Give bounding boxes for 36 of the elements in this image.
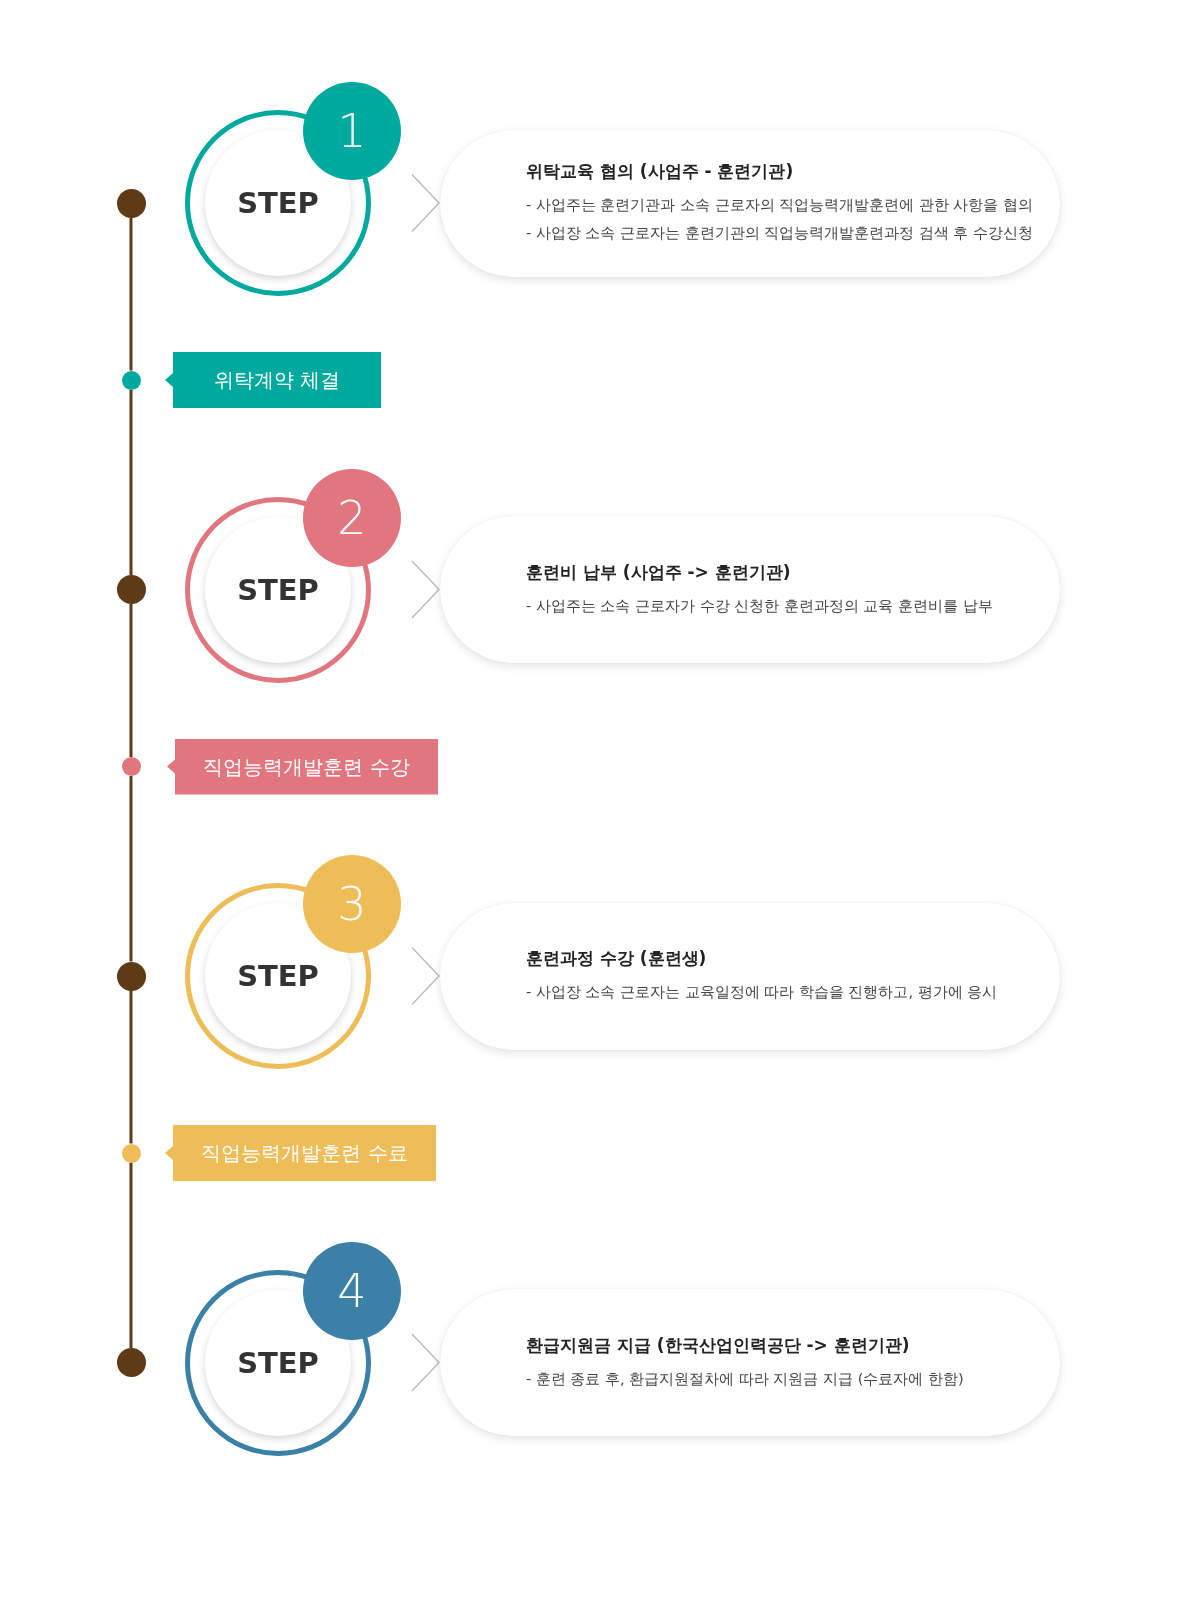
tag-text: 직업능력개발훈련 수강	[203, 753, 410, 780]
step-number: 2	[337, 491, 367, 544]
card-text: - 훈련 종료 후, 환급지원절차에 따라 지원금 지급 (수료자에 한함)	[526, 1369, 964, 1389]
card-text: - 사업주는 훈련기관과 소속 근로자의 직업능력개발훈련에 관한 사항을 협의	[526, 196, 1034, 215]
timeline-dot	[121, 757, 141, 776]
card-text: - 사업장 소속 근로자는 훈련기관의 직업능력개발훈련과정 검색 후 수강신청	[526, 224, 1034, 243]
timeline-dot	[116, 188, 146, 218]
milestone-tag	[165, 352, 381, 408]
milestone-tag	[165, 1125, 436, 1181]
step-label: STEP	[237, 1345, 319, 1380]
timeline-line	[129, 990, 133, 1144]
step-number: 1	[337, 105, 367, 157]
tag-text: 위탁계약 체결	[213, 367, 341, 393]
step-number: 4	[337, 1264, 367, 1317]
timeline-dot	[116, 961, 146, 991]
tag-text: 직업능력개발훈련 수료	[201, 1140, 408, 1166]
card-title: 환급지원금 지급 (한국산업인력공단 -> 훈련기관)	[526, 1333, 910, 1357]
timeline-line	[129, 389, 133, 575]
timeline-dot	[121, 370, 141, 390]
step-label: STEP	[237, 572, 319, 607]
step-label: STEP	[237, 186, 319, 220]
timeline-dot	[121, 1143, 141, 1163]
step-number: 3	[337, 878, 367, 930]
card-text: - 사업장 소속 근로자는 교육일정에 따라 학습을 진행하고, 평가에 응시	[526, 983, 998, 1002]
card-title: 훈련비 납부 (사업주 -> 훈련기관)	[526, 560, 791, 584]
timeline-line	[129, 217, 133, 371]
timeline-line	[129, 604, 133, 757]
card-text: - 사업주는 소속 근로자가 수강 신청한 훈련과정의 교육 훈련비를 납부	[526, 596, 993, 616]
timeline-dot	[116, 1348, 146, 1377]
card-title: 훈련과정 수강 (훈련생)	[526, 947, 707, 970]
timeline-line	[129, 776, 133, 962]
card-title: 위탁교육 협의 (사업주 - 훈련기관)	[526, 160, 794, 183]
timeline-line	[129, 1162, 133, 1348]
milestone-tag	[167, 738, 438, 795]
step-label: STEP	[237, 959, 319, 993]
timeline-dot	[116, 575, 146, 604]
